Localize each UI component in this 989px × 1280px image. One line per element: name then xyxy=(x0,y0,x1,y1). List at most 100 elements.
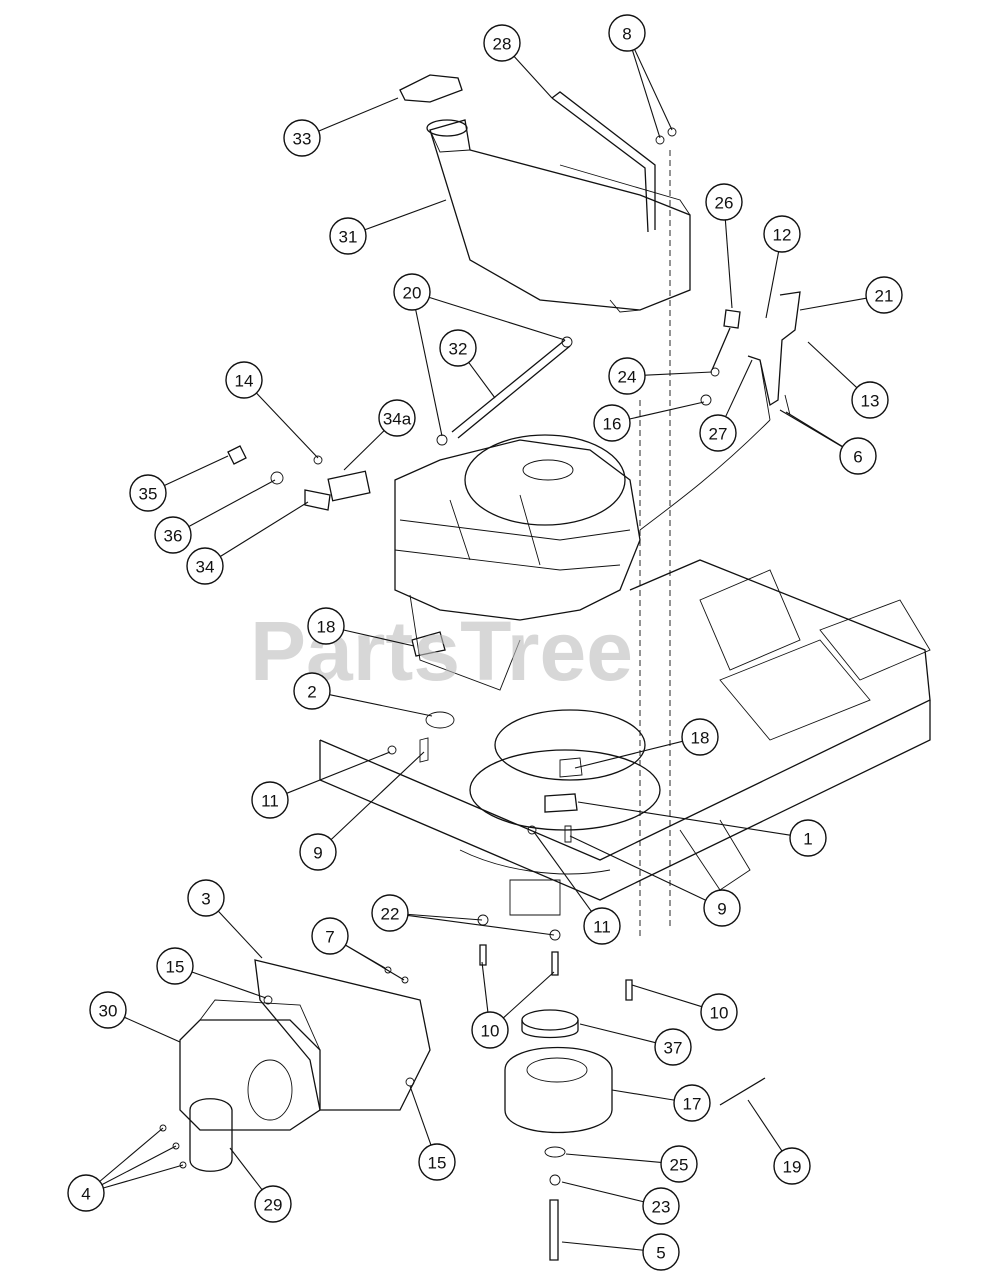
callout-27[interactable]: 27 xyxy=(699,414,737,452)
leader-line xyxy=(631,984,702,1008)
callout-label: 17 xyxy=(683,1095,702,1114)
callout-label: 23 xyxy=(652,1198,671,1217)
callout-12[interactable]: 12 xyxy=(763,215,801,253)
pin[interactable] xyxy=(719,1077,766,1106)
callout-9[interactable]: 9 xyxy=(703,889,741,927)
callout-4[interactable]: 4 xyxy=(67,1174,105,1212)
fuel-tank[interactable] xyxy=(426,119,691,313)
callout-3[interactable]: 3 xyxy=(187,879,225,917)
callout-37[interactable]: 37 xyxy=(654,1028,692,1066)
callout-25[interactable]: 25 xyxy=(660,1145,698,1183)
callout-circle xyxy=(254,1185,292,1223)
pto-clutch[interactable] xyxy=(504,1009,613,1134)
callout-34a[interactable]: 34a xyxy=(378,399,416,437)
callout-29[interactable]: 29 xyxy=(254,1185,292,1223)
callout-label: 1 xyxy=(803,830,812,849)
callout-11[interactable]: 11 xyxy=(251,781,289,819)
leader-line xyxy=(429,296,566,341)
callout-label: 9 xyxy=(717,900,726,919)
callout-2[interactable]: 2 xyxy=(293,672,331,710)
callout-10[interactable]: 10 xyxy=(471,1011,509,1049)
callout-5[interactable]: 5 xyxy=(642,1233,680,1271)
spacer-plate[interactable] xyxy=(411,631,446,657)
callout-32[interactable]: 32 xyxy=(439,329,477,367)
leader-line xyxy=(345,944,405,981)
callout-8[interactable]: 8 xyxy=(608,14,646,52)
fuel-cap[interactable] xyxy=(399,74,463,103)
bushing[interactable] xyxy=(544,793,578,813)
tie-rod[interactable] xyxy=(451,339,571,439)
callout-label: 36 xyxy=(164,527,183,546)
solenoid-bracket[interactable] xyxy=(327,470,371,502)
fuel-solenoid[interactable] xyxy=(304,489,331,511)
callout-label: 27 xyxy=(709,425,728,444)
callout-13[interactable]: 13 xyxy=(851,381,889,419)
throttle-lever[interactable] xyxy=(747,291,801,407)
leader-line xyxy=(561,1181,644,1203)
leader-line xyxy=(611,1089,675,1101)
callout-circle xyxy=(763,215,801,253)
callout-9[interactable]: 9 xyxy=(299,833,337,871)
callout-18[interactable]: 18 xyxy=(681,718,719,756)
leader-line xyxy=(799,297,867,311)
callout-20[interactable]: 20 xyxy=(393,273,431,311)
callout-15[interactable]: 15 xyxy=(418,1143,456,1181)
callout-33[interactable]: 33 xyxy=(283,119,321,157)
throttle-rod[interactable] xyxy=(551,91,656,233)
clutch-washer[interactable] xyxy=(544,1146,566,1158)
leader-line xyxy=(565,1153,662,1163)
callout-34[interactable]: 34 xyxy=(186,547,224,585)
callout-19[interactable]: 19 xyxy=(773,1147,811,1185)
callout-14[interactable]: 14 xyxy=(225,361,263,399)
input-pulley[interactable] xyxy=(189,1098,233,1172)
callout-35[interactable]: 35 xyxy=(129,474,167,512)
engine[interactable] xyxy=(394,434,641,691)
transmission[interactable] xyxy=(179,999,321,1131)
solenoid-nut[interactable] xyxy=(270,471,284,485)
leader-line xyxy=(629,401,705,420)
leader-line xyxy=(407,913,483,921)
callout-21[interactable]: 21 xyxy=(865,276,903,314)
callout-24[interactable]: 24 xyxy=(608,357,646,395)
callout-label: 37 xyxy=(664,1039,683,1058)
leader-line xyxy=(229,1147,263,1191)
mounting-bracket[interactable] xyxy=(254,959,431,1111)
leader-line xyxy=(807,341,858,389)
callout-circle xyxy=(293,672,331,710)
leader-line xyxy=(747,1099,783,1152)
callout-17[interactable]: 17 xyxy=(673,1084,711,1122)
callout-circle xyxy=(299,833,337,871)
callout-7[interactable]: 7 xyxy=(311,917,349,955)
clutch-bolt[interactable] xyxy=(549,1199,559,1261)
callout-23[interactable]: 23 xyxy=(642,1187,680,1225)
callout-circle xyxy=(642,1187,680,1225)
callout-1[interactable]: 1 xyxy=(789,819,827,857)
callout-36[interactable]: 36 xyxy=(154,516,192,554)
callout-26[interactable]: 26 xyxy=(705,183,743,221)
callout-16[interactable]: 16 xyxy=(593,404,631,442)
callout-31[interactable]: 31 xyxy=(329,217,367,255)
callout-15[interactable]: 15 xyxy=(156,947,194,985)
leader-line xyxy=(577,801,791,836)
callout-10[interactable]: 10 xyxy=(700,993,738,1031)
callout-11[interactable]: 11 xyxy=(583,907,621,945)
callout-circle xyxy=(329,217,367,255)
callout-28[interactable]: 28 xyxy=(483,24,521,62)
leader-line xyxy=(579,1023,656,1044)
leader-line xyxy=(330,751,425,841)
leader-line xyxy=(364,199,447,231)
callout-circle xyxy=(187,879,225,917)
callout-22[interactable]: 22 xyxy=(371,894,409,932)
solenoid-boot[interactable] xyxy=(227,445,247,465)
callout-circle xyxy=(700,993,738,1031)
callout-label: 8 xyxy=(622,25,631,44)
leader-line xyxy=(343,430,385,471)
callout-circle xyxy=(608,357,646,395)
callout-30[interactable]: 30 xyxy=(89,991,127,1029)
callout-label: 19 xyxy=(783,1158,802,1177)
callout-6[interactable]: 6 xyxy=(839,437,877,475)
fuel-fitting[interactable] xyxy=(711,309,741,371)
callout-label: 33 xyxy=(293,130,312,149)
callout-18[interactable]: 18 xyxy=(307,607,345,645)
